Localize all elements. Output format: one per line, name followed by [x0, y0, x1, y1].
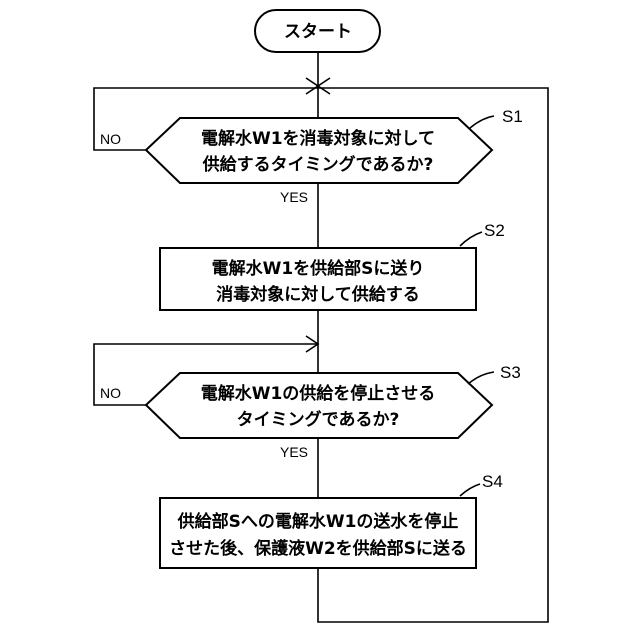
step-tag-s2-leader	[460, 232, 482, 246]
step-tag-s1-leader	[470, 116, 494, 128]
process-s2-line1: 電解水W1を供給部Sに送り	[212, 258, 425, 279]
step-tag-s4: S4	[482, 472, 503, 491]
s3-no-label: NO	[100, 385, 121, 401]
decision-s1-line1: 電解水W1を消毒対象に対して	[201, 128, 435, 149]
decision-s1-line2: 供給するタイミングであるか?	[202, 154, 434, 175]
process-s2-line2: 消毒対象に対して供給する	[216, 284, 420, 305]
return-arrowhead-top	[318, 78, 330, 94]
step-tag-s1: S1	[502, 107, 523, 126]
s3-yes-label: YES	[280, 444, 308, 460]
step-tag-s2: S2	[484, 221, 505, 240]
step-tag-s3: S3	[500, 363, 521, 382]
process-s4-line2: させた後、保護液W2を供給部Sに送る	[169, 538, 467, 559]
step-tag-s4-leader	[460, 484, 480, 496]
decision-s3-line2: タイミングであるか?	[237, 409, 400, 430]
start-label: スタート	[284, 22, 352, 42]
step-tag-s3-leader	[468, 372, 494, 384]
decision-s3-line1: 電解水W1の供給を停止させる	[201, 383, 436, 404]
loop-arrowhead-top	[306, 78, 318, 94]
s1-yes-label: YES	[280, 189, 308, 205]
process-s4-line1: 供給部Sへの電解水W1の送水を停止	[177, 511, 459, 532]
s1-no-label: NO	[100, 131, 121, 147]
